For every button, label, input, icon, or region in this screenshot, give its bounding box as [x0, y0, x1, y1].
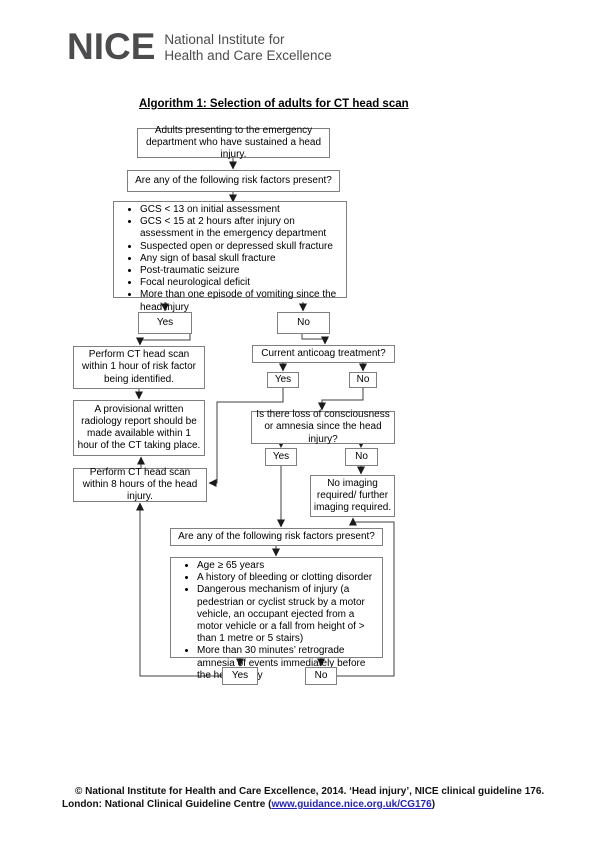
node-yes-3: Yes: [265, 448, 297, 466]
node-anticoag-question: Current anticoag treatment?: [252, 345, 395, 363]
nice-logo: NICE National Institute for Health and C…: [67, 27, 332, 67]
node-no-imaging: No imaging required/ further imaging req…: [310, 475, 395, 517]
list-item: Age ≥ 65 years: [197, 560, 379, 572]
list-item: GCS < 13 on initial assessment: [140, 204, 343, 216]
list-item: Any sign of basal skull fracture: [140, 253, 343, 265]
list-item: Suspected open or depressed skull fractu…: [140, 241, 343, 253]
node-yes-4: Yes: [222, 667, 258, 685]
footer-line-2-prefix: London: National Clinical Guideline Cent…: [62, 799, 272, 810]
risk-factors-2-list: Age ≥ 65 years A history of bleeding or …: [173, 560, 379, 682]
guideline-link[interactable]: www.guidance.nice.org.uk/CG176: [271, 799, 432, 810]
list-item: A history of bleeding or clotting disord…: [197, 572, 379, 584]
nice-logo-acronym: NICE: [67, 26, 156, 67]
node-no-2: No: [349, 372, 377, 388]
node-no-4: No: [305, 667, 337, 685]
node-no-3: No: [345, 448, 378, 466]
node-no-1: No: [277, 312, 330, 334]
list-item: Post-traumatic seizure: [140, 265, 343, 277]
list-item: Dangerous mechanism of injury (a pedestr…: [197, 584, 379, 645]
connector-no-1-to-anticoag: [301, 334, 329, 345]
list-item: More than one episode of vomiting since …: [140, 289, 343, 313]
node-risk-question-2: Are any of the following risk factors pr…: [170, 528, 383, 546]
node-yes-2: Yes: [267, 372, 299, 388]
node-ct-1-hour: Perform CT head scan within 1 hour of ri…: [73, 346, 205, 389]
nice-logo-tagline-line2: Health and Care Excellence: [164, 48, 332, 63]
footer-line-2: London: National Clinical Guideline Cent…: [62, 798, 554, 811]
node-loc-question: Is there loss of consciousness or amnesi…: [251, 409, 395, 445]
footer-line-1: © National Institute for Health and Care…: [75, 786, 545, 797]
node-yes-1: Yes: [138, 312, 192, 334]
node-start: Adults presenting to the emergency depar…: [137, 125, 330, 160]
node-risk-factors-1: GCS < 13 on initial assessment GCS < 15 …: [113, 201, 347, 313]
risk-factors-1-list: GCS < 13 on initial assessment GCS < 15 …: [116, 204, 343, 314]
node-risk-factors-2: Age ≥ 65 years A history of bleeding or …: [170, 557, 383, 681]
node-ct-8-hours: Perform CT head scan within 8 hours of t…: [73, 467, 207, 502]
connector-no-2-to-loc-question: [318, 388, 364, 411]
footer-citation: © National Institute for Health and Care…: [62, 785, 554, 811]
connector-yes-1-to-ct-1-hour: [136, 334, 191, 346]
algorithm-title: Algorithm 1: Selection of adults for CT …: [139, 98, 409, 110]
nice-logo-tagline-line1: National Institute for: [164, 32, 285, 47]
node-risk-question-1: Are any of the following risk factors pr…: [127, 170, 340, 192]
list-item: GCS < 15 at 2 hours after injury on asse…: [140, 216, 343, 240]
nice-logo-tagline: National Institute for Health and Care E…: [164, 32, 331, 64]
footer-line-2-suffix: ): [431, 799, 436, 810]
list-item: Focal neurological deficit: [140, 277, 343, 289]
node-radiology-report: A provisional written radiology report s…: [73, 400, 205, 456]
